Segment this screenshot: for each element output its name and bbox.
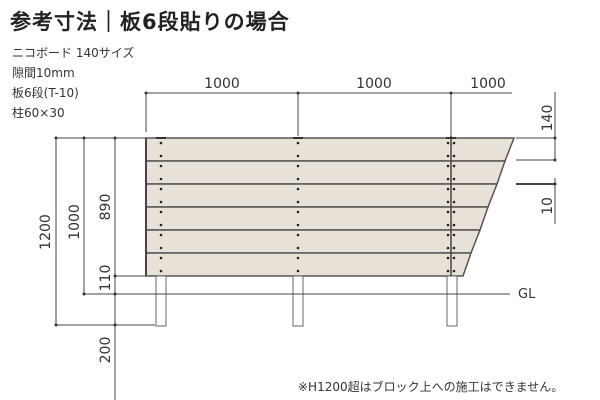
dim-bottom-clearance: 110 [98,265,114,292]
spec-stages: 板6段(T-10) [12,86,79,100]
boards [145,137,516,277]
dim-span3: 1000 [470,76,506,92]
dim-embedded: 200 [98,337,114,364]
dim-span2: 1000 [356,76,392,92]
left-dimension [55,137,510,400]
dim-above-ground: 1000 [67,204,83,240]
spec-board: ニコボード 140サイズ [12,46,135,60]
construction-note: ※H1200超はブロック上への施工はできません。 [298,380,564,394]
ground-level-label: GL [518,287,536,302]
right-dimension [516,92,556,224]
dim-board-area: 890 [98,194,114,221]
dim-gap: 10 [540,197,556,215]
posts [155,275,458,327]
dim-total-height: 1200 [38,214,54,250]
spec-post: 柱60×30 [12,106,65,120]
dim-span1: 1000 [204,76,240,92]
dim-board-height: 140 [540,105,556,132]
top-dimension [145,92,512,136]
page-title: 参考寸法｜板6段貼りの場合 [10,10,290,34]
spec-gap: 隙間10mm [12,66,75,80]
screws [159,141,456,273]
